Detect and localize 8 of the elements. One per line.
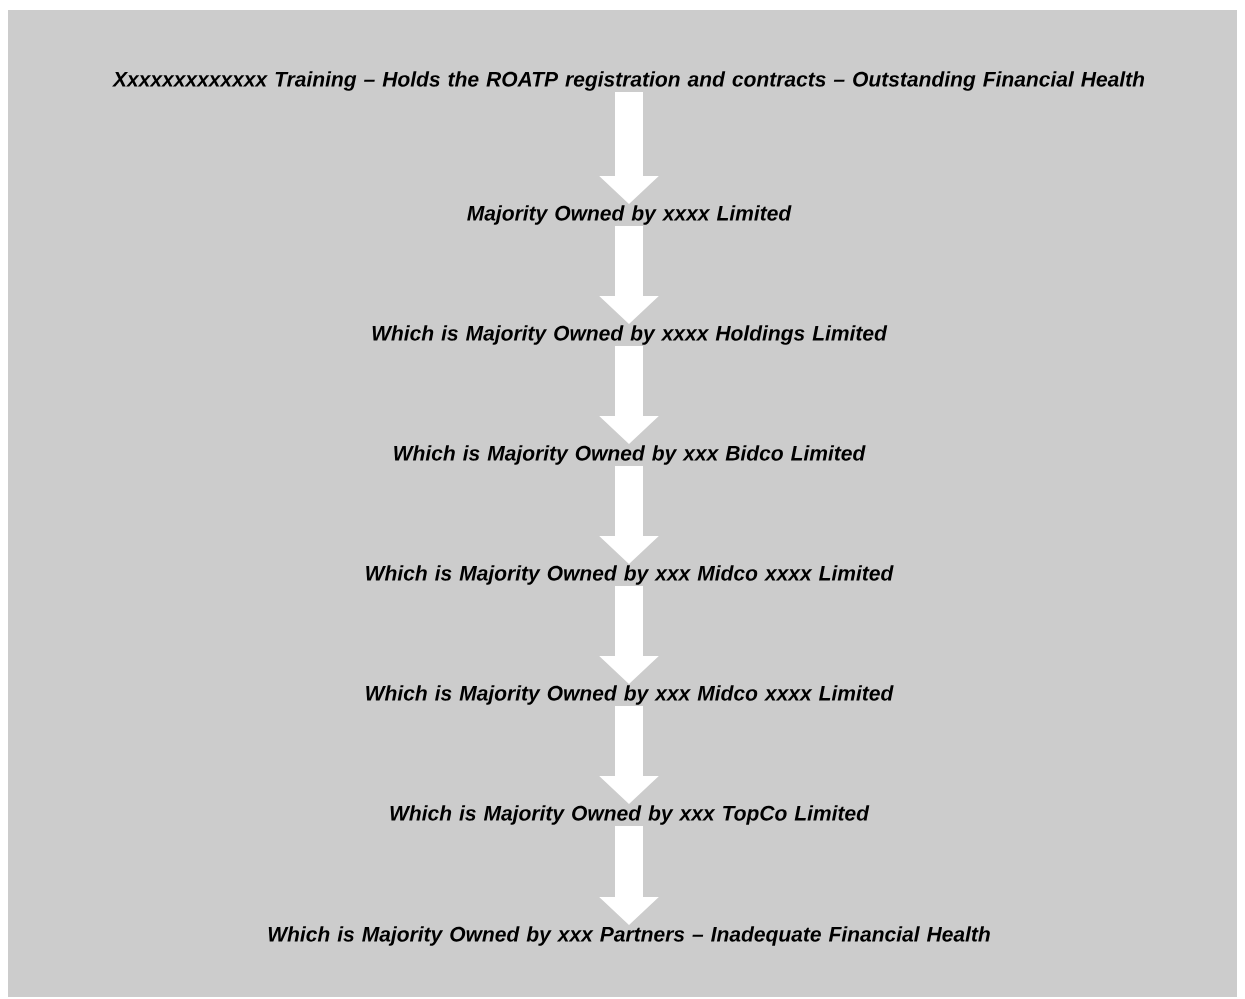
ownership-text: Which is Majority Owned by xxx Midco xxxx Limited (366, 565, 894, 585)
ownership-text: Which is Majority Owned by xxxx Holdings Limited (372, 325, 888, 345)
ownership-text: Which is Majority Owned by xxx Midco xxxx Limited (366, 685, 894, 705)
ownership-text: Xxxxxxxxxxxxx Training – Holds the ROATP registration and contracts – Outstanding Financial Health (112, 71, 1145, 91)
ownership-text: Which is Majority Owned by xxx TopCo Limited (390, 805, 870, 825)
ownership-text: Which is Majority Owned by xxx Bidco Limited (394, 445, 866, 465)
ownership-text: Majority Owned by xxxx Limited (467, 205, 792, 225)
ownership-text: Which is Majority Owned by xxx Partners – Inadequate Financial Health (268, 926, 990, 946)
